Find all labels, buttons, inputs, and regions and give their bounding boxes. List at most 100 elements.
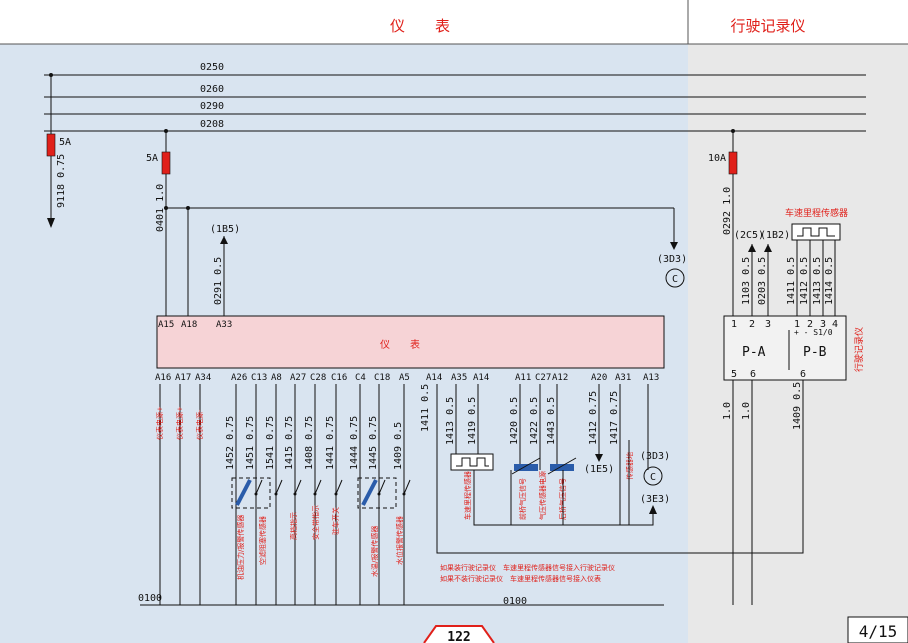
- ref-3D3-bottom: (3D3): [640, 451, 670, 462]
- pb-pin-3: 3: [820, 319, 826, 330]
- bottom-pin: C4: [355, 373, 366, 383]
- lower-wire-label: 1411 0.5: [420, 384, 431, 432]
- pin-A18: A18: [181, 320, 197, 330]
- instrument-power-branch: 5A 0401 1.0 (3D3) C (1B5) 0291 0.5: [146, 129, 687, 316]
- arrow-up-icon: [649, 505, 657, 514]
- bottom-pin: A17: [175, 373, 191, 383]
- switch-icon: [378, 479, 386, 495]
- pb-pin-1: 1: [794, 319, 800, 330]
- label-air-filter-sensor: 空滤阻塞传感器: [258, 516, 267, 565]
- pa-pin-1: 1: [731, 319, 737, 330]
- bottom-pin: C16: [331, 373, 347, 383]
- header-bar: [0, 0, 908, 44]
- bus-label-0260: 0260: [200, 84, 224, 95]
- ref-1B2: (1B2): [760, 230, 790, 241]
- bus-label-0208: 0208: [200, 119, 224, 130]
- label-power-minus: 仪表电源-: [195, 409, 204, 440]
- wire-1411-r: 1411 0.5: [786, 257, 797, 305]
- bus-label-0250: 0250: [200, 62, 224, 73]
- arrow-up-icon: [220, 236, 228, 244]
- pulse-icon: [797, 227, 835, 237]
- label-high-gear: 高档指示: [289, 512, 298, 540]
- bottom-pin: A35: [451, 373, 467, 383]
- pressure-sensor-icon: [514, 464, 538, 471]
- lower-wire-label: 1443 0.5: [546, 397, 557, 445]
- left-fuse-icon: [46, 133, 56, 157]
- switch-icon: [275, 479, 283, 495]
- connector-c-label: C: [672, 274, 678, 285]
- pa-pin-2: 2: [749, 319, 755, 330]
- wire-1103: 1103 0.5: [741, 257, 752, 305]
- lower-wire-label: 1451 0.75: [245, 416, 256, 470]
- lower-wire-label: 1420 0.5: [509, 397, 520, 445]
- lower-wire-label: 1409 0.5: [393, 422, 404, 470]
- label-parking-switch: 驻车开关: [331, 507, 340, 535]
- bottom-pin: A31: [615, 373, 631, 383]
- pin-A33: A33: [216, 320, 232, 330]
- pb-pin-6: 6: [800, 369, 806, 380]
- ref-2C5: (2C5): [734, 230, 764, 241]
- wire-0292: 0292 1.0: [722, 187, 733, 235]
- label-power-plus-2: 仪表电源+: [175, 406, 184, 440]
- header-left-title: 仪 表: [390, 17, 450, 35]
- lower-wire-label: 1417 0.75: [609, 391, 620, 445]
- wire-r2: 1.0: [741, 402, 752, 420]
- speed-sensor-right: [791, 223, 841, 241]
- sensor-icon: [361, 479, 378, 506]
- lower-wire-label: 1415 0.75: [284, 416, 295, 470]
- pa-pin-5: 5: [731, 369, 737, 380]
- switch-icon: [294, 479, 302, 495]
- bottom-pin: A14: [473, 373, 489, 383]
- bottom-pin: A12: [552, 373, 568, 383]
- left-fuse-branch: 5A 9118 0.75: [46, 73, 71, 228]
- bus-lines: 0250 0260 0290 0208: [44, 62, 866, 132]
- instrument-box: 仪 表 A15 A18 A33: [156, 315, 665, 369]
- page-number: 122: [447, 630, 470, 643]
- arrow-down-icon: [595, 454, 603, 462]
- switch-icon: [335, 479, 343, 495]
- ground-label-left: 0100: [138, 593, 162, 604]
- pa-pin-6: 6: [750, 369, 756, 380]
- label-power-plus-1: 仪表电源+: [155, 406, 164, 440]
- wire-r3: 1409 0.5: [792, 382, 803, 430]
- switch-icon: [314, 479, 322, 495]
- wire-0401: 0401 1.0: [155, 184, 166, 232]
- middle-fuse-icon: [161, 151, 171, 175]
- sensor-icon: [235, 479, 252, 506]
- pin-A15: A15: [158, 320, 174, 330]
- wire-1413-r: 1413 0.5: [812, 257, 823, 305]
- lower-wire-label: 1444 0.75: [349, 416, 360, 470]
- header-right-title: 行驶记录仪: [730, 17, 805, 35]
- bus-label-0290: 0290: [200, 101, 224, 112]
- note-2: 如果不装行驶记录仪 车速里程传感器信号接入仪表: [440, 574, 601, 583]
- bottom-pin: A13: [643, 373, 659, 383]
- label-water-level-sensor: 水位报警传感器: [395, 516, 404, 565]
- lower-wire-label: 1541 0.75: [265, 416, 276, 470]
- bottom-pin: A16: [155, 373, 171, 383]
- connector-c-label-2: C: [650, 472, 656, 483]
- lower-wire-label: 1452 0.75: [225, 416, 236, 470]
- switch-icon: [403, 479, 411, 495]
- label-oil-pressure-sensor: 机油压力/报警传感器: [236, 515, 245, 580]
- right-fuse-label: 10A: [708, 153, 726, 164]
- bottom-pin: A11: [515, 373, 531, 383]
- arrow-down-icon: [47, 218, 55, 228]
- wire-1414-r: 1414 0.5: [824, 257, 835, 305]
- speed-sensor-left: [450, 453, 494, 471]
- arrow-up-icon: [748, 244, 756, 252]
- wire-r1: 1.0: [722, 402, 733, 420]
- pa-pin-3: 3: [765, 319, 771, 330]
- bottom-pin: A14: [426, 373, 442, 383]
- right-fuse-icon: [728, 151, 738, 175]
- ref-1B5: (1B5): [210, 224, 240, 235]
- bottom-pin: C28: [310, 373, 326, 383]
- connector-c-icon: [665, 268, 685, 288]
- wire-0291: 0291 0.5: [213, 257, 224, 305]
- wire-1412-r: 1412 0.5: [799, 257, 810, 305]
- page-indicator-box[interactable]: [847, 616, 908, 643]
- bottom-pin: A27: [290, 373, 306, 383]
- switch-icon: [255, 479, 263, 495]
